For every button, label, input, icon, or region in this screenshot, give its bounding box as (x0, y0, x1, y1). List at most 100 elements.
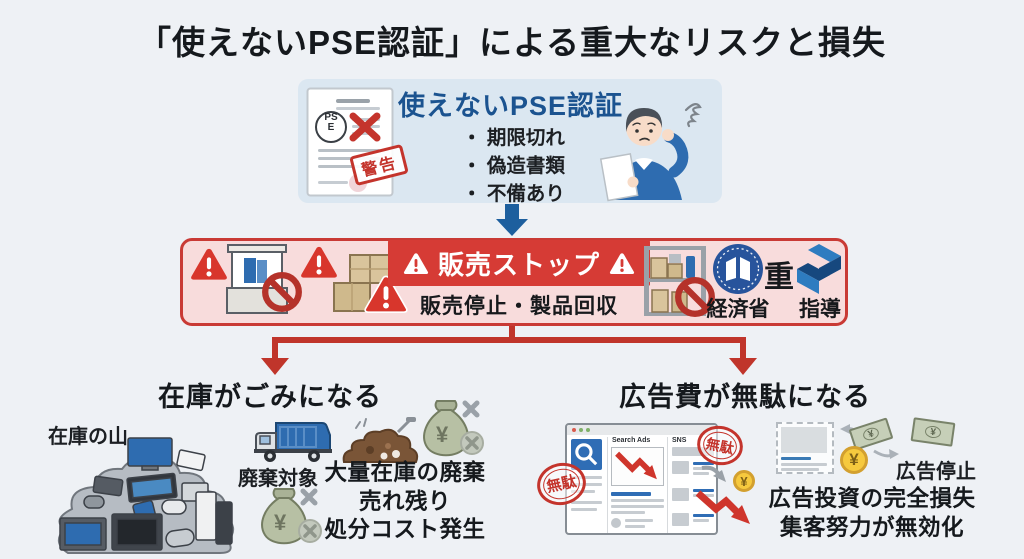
branch-left-stem (272, 337, 278, 359)
yen-coin-icon: ¥ (840, 446, 868, 474)
placeholder-line (611, 499, 664, 502)
placeholder-line (571, 501, 602, 504)
money-out-arrow-icon (873, 449, 899, 459)
browser-titlebar (567, 425, 716, 435)
branch-left-arrowhead (261, 358, 289, 375)
pse-mark-top: PS (324, 112, 338, 123)
placeholder-line (571, 483, 602, 486)
placeholder-line-blue (781, 457, 811, 460)
ad-chart-box (611, 447, 664, 486)
ad-image-placeholder (781, 427, 827, 453)
declining-arrow-icon (695, 490, 750, 524)
money-bag-lost: ¥ (256, 486, 322, 550)
image-placeholder (672, 461, 689, 474)
ad-stop-label: 広告停止 (896, 461, 976, 483)
window-dot-icon (579, 428, 583, 432)
right-loss-line: 集客努力が無効化 (779, 514, 964, 540)
garbage-truck-icon (254, 422, 332, 462)
bullet-forged: ・ 偽造書類 (462, 155, 565, 177)
disposal-target-label: 廃棄対象 (238, 468, 318, 490)
guidance-label: 指導 (799, 298, 841, 321)
inventory-pile-label: 在庫の山 (48, 426, 128, 448)
placeholder-line (611, 511, 645, 514)
placeholder-line (693, 519, 709, 522)
column-divider (667, 437, 668, 533)
left-loss-line: 売れ残り (358, 488, 451, 514)
sales-stop-subtitle: 販売停止・製品回収 (420, 295, 618, 318)
placeholder-line (781, 468, 819, 471)
placeholder-line (625, 525, 645, 528)
pse-mark-text: PS E (316, 113, 346, 133)
column-divider (607, 437, 608, 533)
placeholder-line-blue (693, 514, 714, 517)
placeholder-line-blue (611, 492, 651, 496)
ministry-label: 経済省 (706, 298, 770, 321)
money-bag-icon (423, 400, 484, 457)
left-section-heading: 在庫がごみになる (158, 382, 382, 412)
worried-man-illustration (599, 103, 702, 202)
yen-symbol: ¥ (849, 450, 859, 469)
warning-triangle-white-icon (403, 252, 429, 274)
waste-heap-icon (342, 417, 419, 463)
window-dot-icon (586, 428, 590, 432)
bullet-defective: ・ 不備あり (462, 183, 565, 205)
warning-triangle-icon (191, 248, 227, 280)
branch-stem (509, 326, 515, 340)
image-placeholder (672, 513, 689, 526)
placeholder-line (571, 508, 597, 511)
yen-coin-icon: ¥ (733, 470, 755, 492)
avatar-placeholder (611, 518, 621, 528)
waste-stamp-text: 無駄 (700, 428, 740, 463)
sales-stop-band: 販売ストップ (388, 240, 650, 286)
declining-chart-icon (615, 451, 657, 480)
placeholder-line (571, 476, 602, 479)
weight-character: 重 (764, 261, 794, 294)
electronics-junk-pile-illustration (57, 437, 235, 554)
waste-stamp-text: 無駄 (540, 465, 583, 503)
right-loss-line: 広告投資の完全損失 (768, 486, 976, 511)
down-arrow (505, 204, 519, 220)
ministry-emblem-icon (713, 244, 763, 294)
placeholder-line (611, 505, 664, 508)
yen-symbol: ¥ (929, 426, 937, 438)
left-loss-line: 処分コスト発生 (324, 517, 486, 542)
sns-label: SNS (672, 437, 687, 444)
down-arrow-head (496, 219, 528, 236)
sales-stop-title: 販売ストップ (437, 249, 600, 280)
yen-symbol: ¥ (436, 422, 449, 447)
placeholder-line-blue (693, 462, 714, 465)
left-loss-line: 大量在庫の廃棄 (324, 460, 486, 485)
guidance-logo-icon (797, 244, 841, 294)
right-loss-text: 広告投資の完全損失 集客努力が無効化 (762, 485, 982, 542)
placeholder-line (781, 463, 827, 466)
right-section-heading: 広告費が無駄になる (619, 382, 871, 412)
yen-symbol: ¥ (740, 473, 748, 489)
yen-symbol: ¥ (866, 427, 876, 441)
branch-bar (272, 337, 746, 343)
invalid-pse-heading: 使えないPSE認証 (398, 91, 624, 121)
warning-triangle-icon (301, 246, 337, 278)
page-title: 「使えないPSE認証」による重大なリスクと損失 (137, 24, 887, 61)
branch-right-arrowhead (729, 358, 757, 375)
image-placeholder (672, 488, 689, 501)
pse-mark-bottom: E (327, 122, 335, 133)
bullet-expired: ・ 期限切れ (462, 127, 565, 149)
banknote-icon: ¥ (910, 417, 956, 447)
prohibition-icon (262, 272, 302, 312)
branch-right-stem (740, 337, 746, 359)
placeholder-line (693, 472, 709, 475)
image-placeholder (672, 447, 714, 456)
warning-triangle-white-icon (609, 252, 635, 274)
placeholder-line (625, 519, 653, 522)
money-flow-arrow-icon (701, 465, 726, 482)
search-icon (575, 443, 598, 466)
certificate-document-icon (306, 87, 394, 197)
window-dot-icon (572, 428, 576, 432)
left-loss-text: 大量在庫の廃棄 売れ残り 処分コスト発生 (295, 459, 515, 545)
cardboard-boxes-icon (333, 254, 391, 312)
search-ads-label: Search Ads (612, 437, 651, 444)
money-bag-icon (261, 488, 322, 545)
search-box (571, 439, 602, 470)
yen-symbol: ¥ (274, 510, 287, 535)
